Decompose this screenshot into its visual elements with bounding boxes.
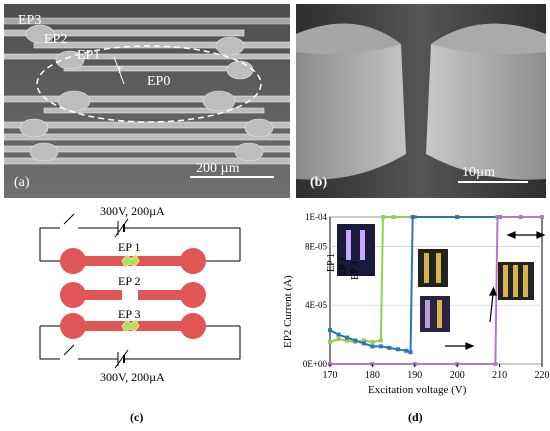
current-vs-voltage-chart: 0E+00 4E-05 8E-05 1E-04 170 180 190 200 210 220: [303, 212, 550, 381]
label-ep0: EP0: [147, 74, 171, 89]
label-ep2-circuit: EP 2: [118, 274, 141, 288]
inset-strip-6: [513, 265, 518, 297]
x-tick-label: 180: [365, 370, 380, 381]
inset-label-ep2: EP 2: [338, 257, 349, 276]
panel-a-sem-image: EP3 EP2 EP1 r EP0 200 µm (a): [4, 4, 290, 198]
inset-glow-1: [346, 230, 351, 260]
data-point-blue: [395, 347, 400, 352]
data-point-green: [328, 339, 332, 344]
annotation-arrows: [445, 231, 546, 350]
inset-photo-3: [420, 296, 450, 332]
inset-label-ep1: EP 1: [326, 253, 337, 272]
inset-photo-1: [337, 224, 375, 276]
data-point-blue: [370, 344, 375, 349]
scale-bar-a: 200 µm: [196, 161, 240, 176]
data-point-green: [336, 337, 341, 342]
y-axis-label: EP2 Current (A): [282, 275, 294, 348]
data-point-blue: [378, 344, 383, 349]
data-point-green: [361, 338, 366, 343]
series-line-purple: [330, 216, 542, 365]
circuit-diagram: [39, 213, 241, 369]
inset-photo-2: [418, 249, 448, 287]
label-ep1-circuit: EP 1: [118, 240, 141, 254]
chart-series: [328, 215, 544, 366]
panel-b-sem-image: 10µm (b): [296, 4, 546, 198]
y-tick-label: 4E-05: [305, 300, 327, 310]
data-point-green: [381, 215, 385, 219]
data-point-purple: [540, 215, 544, 219]
panel-c-circuit: 300V, 200µA 300V, 200µA EP 1 EP 2 EP 3 (…: [0, 204, 280, 431]
data-point-green: [391, 215, 396, 219]
data-point-blue: [336, 332, 341, 337]
data-point-blue: [410, 215, 415, 219]
data-point-blue: [408, 350, 413, 355]
inset-strip-4: [437, 300, 442, 328]
data-point-blue: [361, 341, 366, 346]
data-point-blue: [344, 335, 349, 340]
top-source-label: 300V, 200µA: [100, 204, 165, 218]
inset-glow-2: [360, 230, 365, 260]
x-tick-label: 170: [323, 370, 338, 381]
inset-strip-1: [424, 253, 429, 283]
x-tick-label: 190: [407, 370, 422, 381]
caption-d: (d): [408, 410, 423, 424]
scale-bar-b: 10µm: [462, 165, 495, 180]
label-ep3: EP3: [18, 13, 42, 28]
inset-strip-2: [436, 253, 441, 283]
data-point-blue: [387, 345, 392, 350]
label-ep2: EP2: [44, 32, 68, 47]
data-point-blue: [353, 338, 358, 343]
gap-closeup-drawing: [296, 4, 546, 198]
chart-ticks: 0E+00 4E-05 8E-05 1E-04 170 180 190 200 210 220: [303, 212, 550, 381]
label-ep3-circuit: EP 3: [118, 307, 141, 321]
data-point-purple: [518, 215, 523, 219]
inset-label-ep3: EP 3: [350, 261, 361, 280]
inset-strip-3: [425, 300, 430, 328]
x-tick-label: 210: [492, 370, 507, 381]
data-point-purple: [493, 362, 498, 366]
data-point-blue: [404, 348, 409, 353]
panel-d-chart: 0E+00 4E-05 8E-05 1E-04 170 180 190 200 210 220: [280, 204, 550, 431]
bottom-source-label: 300V, 200µA: [100, 370, 165, 384]
caption-c: (c): [130, 410, 144, 424]
panel-tag-b: (b): [310, 175, 328, 190]
data-point-blue: [328, 328, 332, 333]
y-tick-label: 0E+00: [303, 359, 328, 369]
label-r: r: [118, 62, 123, 77]
x-axis-label: Excitation voltage (V): [368, 384, 467, 396]
inset-strip-7: [523, 265, 528, 297]
data-point-green: [378, 338, 383, 343]
data-point-blue: [455, 215, 460, 219]
data-point-green: [344, 338, 349, 343]
label-ep1: EP1: [77, 48, 101, 63]
x-tick-label: 200: [450, 370, 465, 381]
panel-tag-a: (a): [14, 175, 30, 190]
y-tick-label: 8E-05: [305, 241, 327, 251]
data-point-green: [370, 339, 375, 344]
inset-strip-5: [503, 265, 508, 297]
y-tick-label: 1E-04: [305, 212, 327, 222]
data-point-purple: [495, 215, 500, 219]
electrode-array-drawing: [4, 4, 290, 198]
x-tick-label: 220: [535, 370, 550, 381]
inset-photos: [337, 224, 534, 332]
